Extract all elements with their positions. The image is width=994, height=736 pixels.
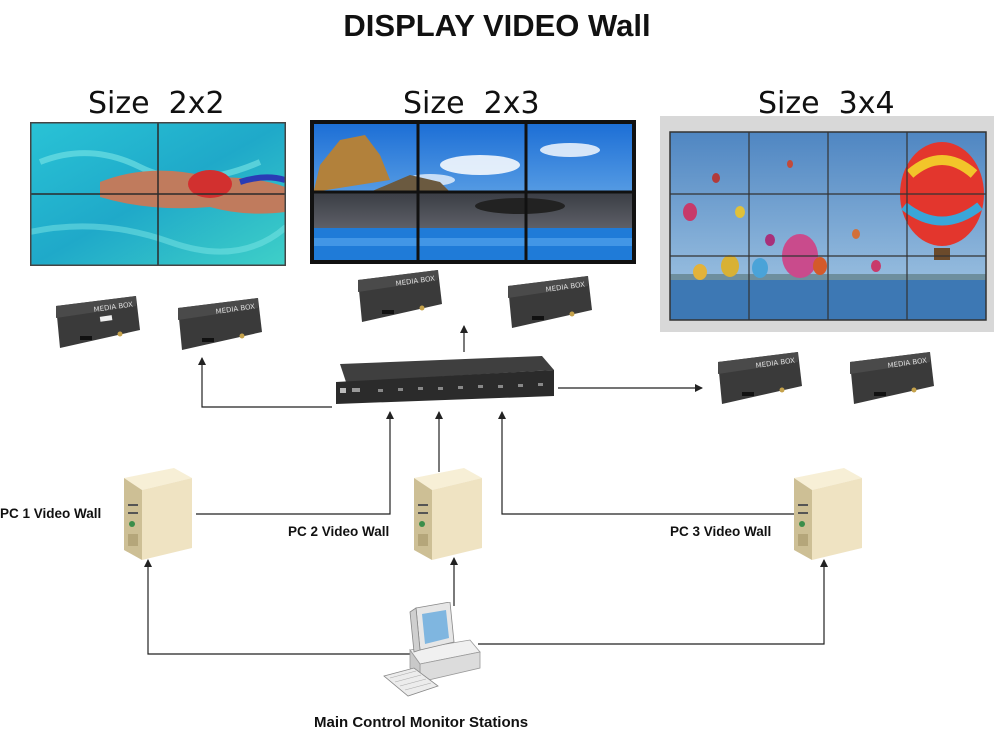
main-station-label: Main Control Monitor Stations	[314, 714, 529, 731]
pc-3-tower-icon	[794, 468, 862, 560]
pc-1-label: PC 1 Video Wall	[0, 506, 102, 521]
wall-2x2-label: Size 2x2	[88, 86, 225, 121]
media-box-5: MEDIA BOX	[718, 352, 802, 404]
video-wall-2x3	[310, 120, 636, 264]
pc-3-label: PC 3 Video Wall	[670, 524, 772, 539]
main-workstation-icon	[383, 602, 481, 697]
wall-3x4-label: Size 3x4	[758, 86, 895, 121]
page-title: DISPLAY VIDEO Wall	[343, 8, 651, 43]
video-wall-2x2	[30, 122, 286, 266]
video-wall-controller	[336, 356, 554, 404]
pc-1-tower-icon	[124, 468, 192, 560]
media-box-1: MEDIA BOX	[56, 296, 140, 348]
media-box-2: MEDIA BOX	[178, 298, 262, 350]
wall-2x3-label: Size 2x3	[403, 86, 540, 121]
pc-2-tower-icon	[414, 468, 482, 560]
pc-2-label: PC 2 Video Wall	[288, 524, 390, 539]
media-box-4: MEDIA BOX	[508, 276, 592, 328]
video-wall-3x4	[660, 116, 994, 332]
media-box-3: MEDIA BOX	[358, 270, 442, 322]
media-box-6: MEDIA BOX	[850, 352, 934, 404]
